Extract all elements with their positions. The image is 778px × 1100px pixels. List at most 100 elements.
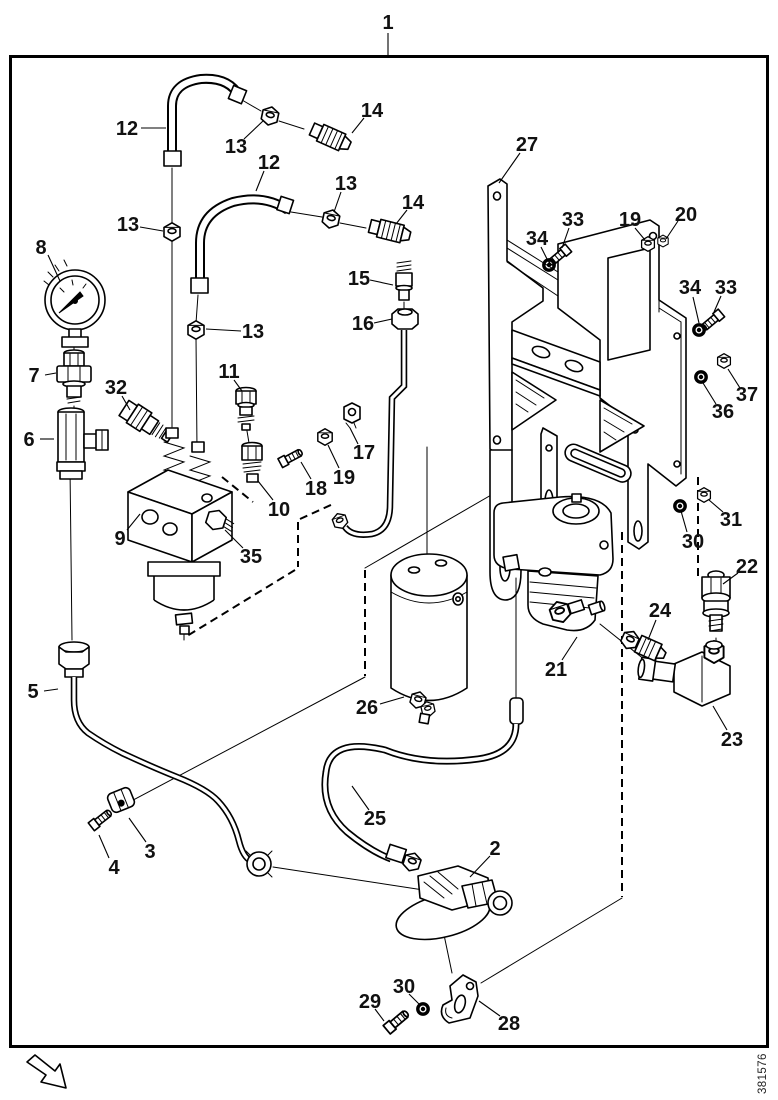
part-label-8: 8 (35, 237, 46, 259)
leader-line-17 (349, 427, 359, 445)
part-label-5: 5 (27, 681, 38, 703)
part-label-36: 36 (712, 401, 734, 423)
leader-line-2 (469, 855, 491, 878)
drawing-number: 381576 (757, 1053, 769, 1094)
fuel-hose-25 (321, 697, 524, 875)
part-label-22: 22 (736, 556, 758, 578)
leader-line-12 (255, 170, 265, 192)
elbow-fitting (637, 640, 731, 707)
leader-line-13 (205, 328, 242, 332)
leader-line-26 (379, 696, 405, 705)
overflow-valve (395, 260, 413, 301)
part-label-7: 7 (28, 365, 39, 387)
bracket-bolt-29 (382, 1007, 412, 1035)
part-label-13: 13 (225, 136, 247, 158)
leader-line-30 (408, 993, 421, 1006)
fuel-supply-tube (58, 641, 273, 878)
leader-line-29 (374, 1008, 385, 1022)
inlet-fitting-22 (701, 570, 731, 632)
leader-line-28 (478, 1000, 501, 1017)
part-label-10: 10 (268, 499, 290, 521)
leader-line-35 (224, 529, 244, 549)
leader-line-10 (257, 480, 274, 501)
head-fitting-10 (241, 441, 263, 483)
part-label-18: 18 (305, 478, 327, 500)
leader-line-25 (351, 785, 370, 811)
part-label-20: 20 (675, 204, 697, 226)
part-label-13: 13 (117, 214, 139, 236)
part-label-9: 9 (114, 528, 125, 550)
leader-line-8 (47, 254, 61, 282)
leader-line-14 (395, 209, 408, 225)
mounting-bolt-18 (277, 446, 305, 469)
hose-nuts (163, 104, 342, 341)
part-label-33: 33 (562, 209, 584, 231)
fuel-hose-upper (163, 73, 248, 167)
leader-line-13 (333, 191, 342, 213)
part-label-12: 12 (116, 118, 138, 140)
gauge-fitting (56, 349, 92, 404)
mounting-bracket (487, 178, 687, 601)
part-label-21: 21 (545, 659, 567, 681)
part-label-28: 28 (498, 1013, 520, 1035)
leader-line-34 (692, 296, 700, 324)
pump-bracket (440, 974, 479, 1024)
part-label-1: 1 (382, 12, 393, 34)
leader-line-33 (561, 227, 570, 249)
leader-line-34 (540, 246, 549, 262)
leader-line-15 (369, 279, 394, 286)
leader-line-21 (561, 636, 578, 661)
leader-line-36 (702, 382, 717, 405)
leader-line-33 (713, 295, 722, 313)
leader-line-22 (722, 572, 739, 585)
part-label-4: 4 (108, 857, 120, 879)
figure-border (9, 55, 769, 1048)
connector-24 (618, 627, 667, 662)
leader-lines-layer (40, 33, 741, 1022)
fuel-sensor (118, 399, 174, 443)
part-label-12: 12 (258, 152, 280, 174)
tube-clamp (106, 786, 136, 814)
leader-line-19 (634, 227, 646, 241)
bracket-nut-30 (416, 1002, 430, 1016)
part-label-15: 15 (348, 268, 370, 290)
part-label-26: 26 (356, 697, 378, 719)
part-label-23: 23 (721, 729, 743, 751)
leader-line-20 (665, 220, 679, 240)
leader-line-9 (126, 513, 141, 531)
part-label-3: 3 (144, 841, 155, 863)
leader-line-14 (351, 117, 365, 134)
part-label-32: 32 (105, 377, 127, 399)
fuel-hose-lower (190, 194, 295, 294)
leader-line-13 (139, 226, 164, 232)
part-label-14: 14 (361, 100, 384, 122)
leader-line-27 (498, 152, 521, 184)
part-label-37: 37 (736, 384, 758, 406)
leader-line-7 (44, 372, 57, 376)
leader-line-16 (373, 318, 393, 324)
fuel-filter-canister (390, 553, 468, 725)
leader-line-19 (327, 444, 340, 469)
leader-line-32 (121, 395, 131, 411)
leader-line-31 (708, 499, 724, 513)
tee-fitting (56, 407, 109, 480)
leader-line-5 (43, 688, 59, 692)
leader-line-24 (647, 619, 657, 641)
part-label-14: 14 (402, 192, 425, 214)
part-label-34: 34 (679, 277, 702, 299)
part-label-2: 2 (489, 838, 500, 860)
leader-line-23 (712, 705, 728, 731)
tube-nut (391, 308, 419, 330)
part-label-31: 31 (720, 509, 742, 531)
part-label-19: 19 (619, 209, 641, 231)
orientation-arrow-icon (26, 1054, 67, 1089)
fuel-return-line (330, 330, 408, 538)
banjo-fitting (343, 402, 361, 429)
hose-connector-upper (307, 119, 354, 155)
part-label-13: 13 (335, 173, 357, 195)
part-label-25: 25 (364, 808, 386, 830)
part-label-35: 35 (240, 546, 262, 568)
